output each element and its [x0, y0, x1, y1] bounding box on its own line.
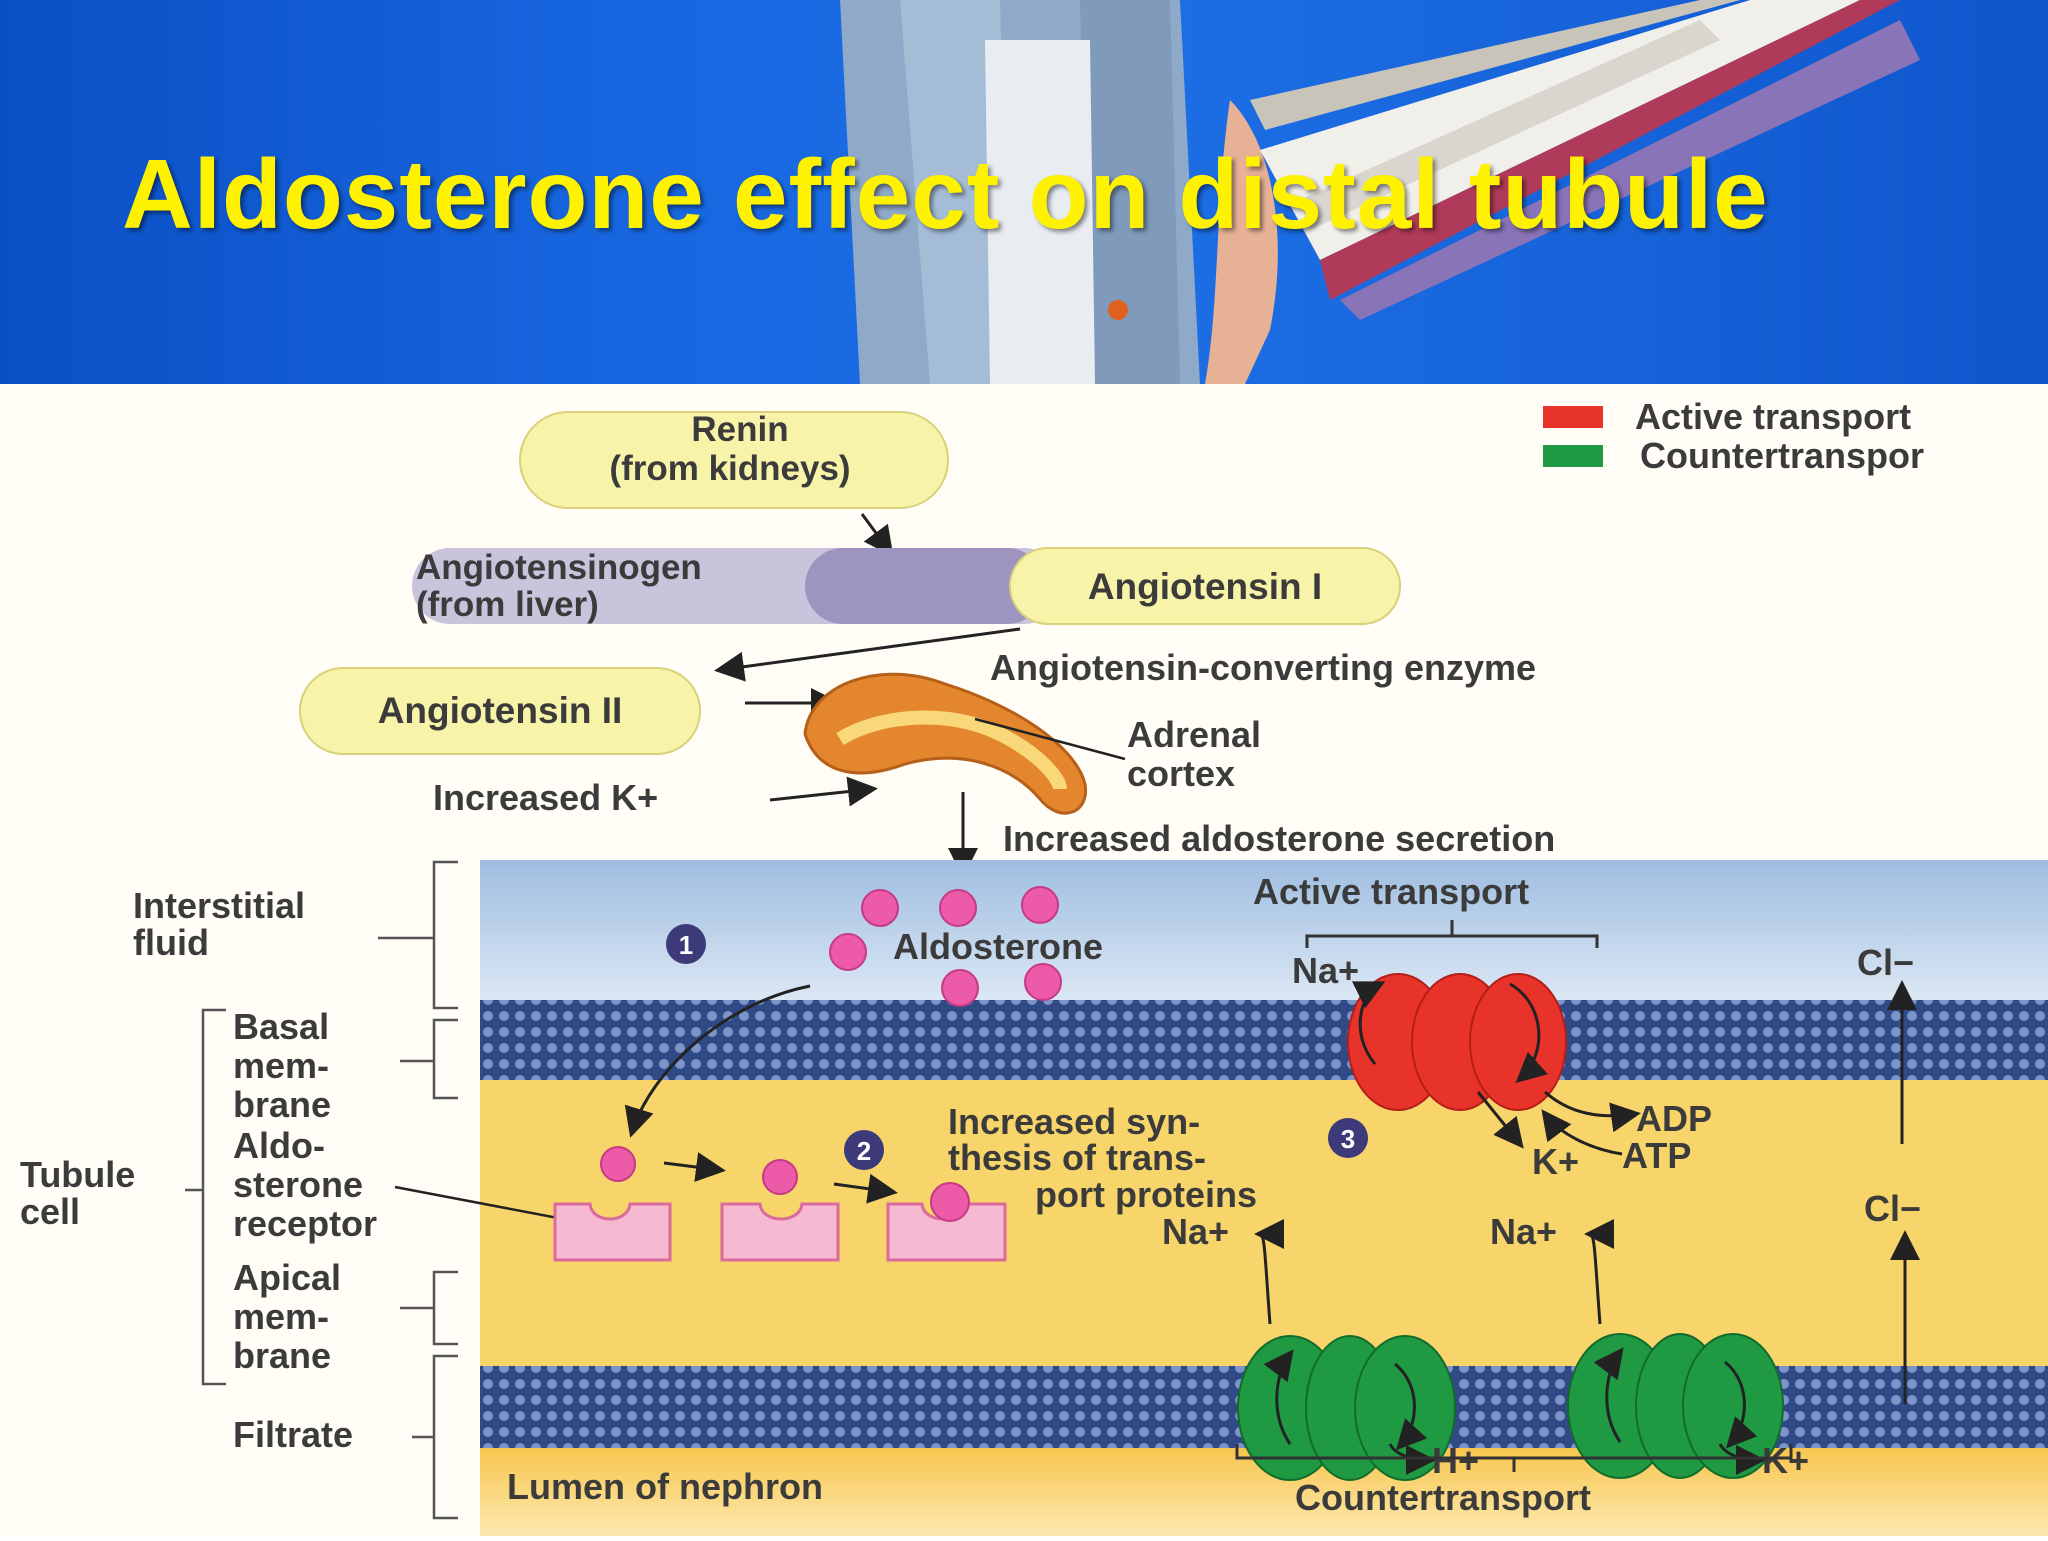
na-apical-2-label: Na+ — [1490, 1211, 1557, 1252]
receptor-label-2: sterone — [233, 1164, 363, 1205]
basal-label: Basal — [233, 1006, 329, 1047]
aldosterone-secretion-label: Increased aldosterone secretion — [1003, 818, 1555, 859]
tubule-cell-region — [480, 1080, 2048, 1366]
step-3-number: 3 — [1341, 1124, 1355, 1154]
angiotensinogen-source-label: (from liver) — [416, 585, 599, 624]
aldosterone-label: Aldosterone — [893, 926, 1103, 967]
na-apical-1-label: Na+ — [1162, 1211, 1229, 1252]
basal-membrane — [480, 1000, 2048, 1080]
apical-label-3: brane — [233, 1335, 331, 1376]
synthesis-label-3: port proteins — [1035, 1174, 1257, 1215]
h-apical-label: H+ — [1432, 1440, 1479, 1481]
synthesis-label: Increased syn- — [948, 1101, 1200, 1142]
aldosterone-molecules — [829, 886, 1062, 1007]
step-1-number: 1 — [679, 930, 693, 960]
legend-active-swatch — [1543, 406, 1603, 428]
step-2-badge — [844, 1130, 884, 1170]
apical-label-2: mem- — [233, 1296, 329, 1337]
k-apical-label: K+ — [1762, 1440, 1809, 1481]
active-transport-label: Active transport — [1253, 871, 1529, 912]
k-basal-label: K+ — [1532, 1141, 1579, 1182]
countertransport-label: Countertransport — [1295, 1477, 1591, 1518]
receptor-label: Aldo- — [233, 1125, 325, 1166]
aldosterone-receptors — [553, 1202, 1007, 1262]
tubule-cell-label: Tubule — [20, 1154, 135, 1195]
aldosterone-diagram: Active transport Countertranspor Renin (… — [0, 384, 2048, 1536]
renin-label: Renin — [691, 410, 788, 449]
legend-active-label: Active transport — [1635, 396, 1911, 437]
interstitial-label: Interstitial — [133, 885, 305, 926]
cl-top-label: Cl− — [1857, 942, 1914, 983]
legend-counter-swatch — [1543, 445, 1603, 467]
angiotensin-i-label: Angiotensin I — [1088, 566, 1322, 607]
step-3-badge — [1328, 1118, 1368, 1158]
interstitial-label-2: fluid — [133, 922, 209, 963]
angiotensin-i-pill — [1009, 547, 1401, 625]
diagram-canvas: Active transport Countertranspor Renin (… — [20, 396, 2048, 1536]
filtrate-label: Filtrate — [233, 1414, 353, 1455]
ace-label: Angiotensin-converting enzyme — [990, 647, 1536, 688]
na-basal-label: Na+ — [1292, 950, 1359, 991]
student-holding-books-photo — [840, 0, 1920, 384]
basal-label-2: mem- — [233, 1045, 329, 1086]
renin-pill — [519, 411, 949, 509]
sodium-potassium-exchanger — [1567, 1333, 1784, 1479]
adp-label: ADP — [1636, 1098, 1712, 1139]
angiotensinogen-label: Angiotensinogen — [416, 548, 702, 587]
tubule-cell-label-2: cell — [20, 1191, 80, 1232]
atp-label: ATP — [1622, 1135, 1691, 1176]
cl-mid-label: Cl− — [1864, 1188, 1921, 1229]
basal-label-3: brane — [233, 1084, 331, 1125]
interstitial-fluid-region — [480, 860, 2048, 1000]
renin-source-label: (from kidneys) — [609, 449, 850, 488]
angiotensin-ii-label: Angiotensin II — [378, 690, 623, 731]
synthesis-label-2: thesis of trans- — [948, 1137, 1206, 1178]
adrenal-gland-icon — [803, 672, 1087, 815]
increased-k-label: Increased K+ — [433, 777, 658, 818]
legend-counter-label: Countertranspor — [1640, 435, 1924, 476]
adrenal-label: Adrenal — [1127, 714, 1261, 755]
lumen-label: Lumen of nephron — [507, 1466, 823, 1507]
slide-title: Aldosterone effect on distal tubule — [122, 139, 1769, 249]
slide-header: Aldosterone effect on distal tubule — [0, 0, 2048, 384]
apical-label: Apical — [233, 1257, 341, 1298]
angiotensin-ii-pill — [299, 667, 701, 755]
sodium-potassium-pump — [1347, 973, 1567, 1111]
cortex-label: cortex — [1127, 753, 1235, 794]
step-2-number: 2 — [857, 1136, 871, 1166]
step-1-badge — [666, 924, 706, 964]
receptor-label-3: receptor — [233, 1203, 377, 1244]
